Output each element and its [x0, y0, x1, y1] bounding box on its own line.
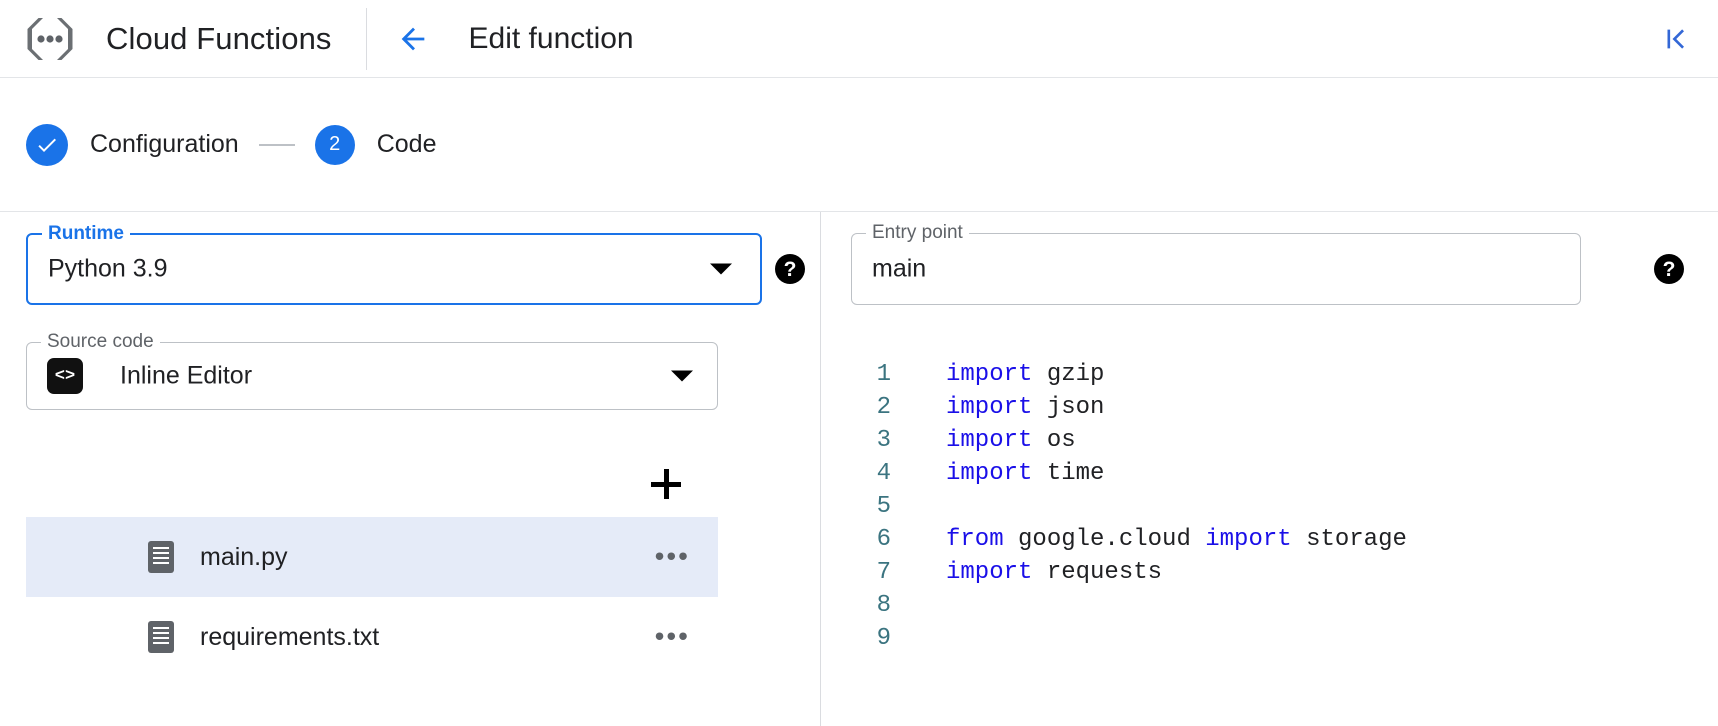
entry-point-input[interactable]: Entry point main [851, 222, 1581, 305]
more-horizontal-icon[interactable]: ••• [654, 620, 690, 652]
arrow-left-icon [401, 27, 424, 50]
code-text: import requests [946, 559, 1163, 586]
file-document-icon [148, 541, 174, 573]
line-number: 9 [876, 625, 891, 652]
back-button[interactable] [389, 15, 437, 63]
right-pane: Entry point main ? 1 import gzip 2 import j… [820, 212, 1718, 726]
code-lines: 1 import gzip 2 import json 3 import os 4 impor… [821, 358, 1718, 655]
code-line: 2 import json [821, 391, 1718, 424]
file-list: main.py ••• requirements.txt ••• [26, 517, 718, 677]
chevron-down-icon[interactable] [710, 263, 732, 275]
code-line: 8 [821, 589, 1718, 622]
file-name: main.py [200, 542, 288, 571]
code-brackets-icon: <> [47, 358, 83, 394]
entry-point-help-icon[interactable]: ? [1654, 254, 1684, 284]
app-header: Cloud Functions Edit function [0, 0, 1718, 78]
cloud-functions-logo [24, 13, 76, 65]
code-text: import os [946, 427, 1076, 454]
main-content: Runtime Python 3.9 ? Source code <> Inli… [0, 212, 1718, 726]
source-code-select[interactable]: Source code <> Inline Editor [26, 331, 718, 410]
page-title: Edit function [468, 21, 634, 55]
file-name: requirements.txt [200, 622, 380, 651]
line-number: 4 [876, 460, 891, 487]
line-number: 3 [876, 427, 891, 454]
entry-point-label: Entry point [866, 222, 969, 244]
source-code-value: Inline Editor [120, 361, 253, 390]
step-configuration[interactable]: Configuration [26, 123, 239, 166]
check-icon [38, 138, 56, 152]
header-divider [365, 7, 367, 70]
step-code[interactable]: 2 Code [314, 124, 437, 165]
step-connector [258, 143, 295, 146]
line-number: 8 [876, 592, 891, 619]
more-horizontal-icon[interactable]: ••• [654, 540, 690, 572]
code-text: import gzip [946, 361, 1105, 388]
step-code-marker: 2 [314, 124, 355, 165]
entry-point-value: main [872, 254, 927, 283]
brand: Cloud Functions [0, 13, 332, 65]
code-line: 3 import os [821, 424, 1718, 457]
code-text: import time [946, 460, 1105, 487]
line-number: 2 [876, 394, 891, 421]
step-code-label: Code [376, 130, 437, 158]
code-editor[interactable]: 1 import gzip 2 import json 3 import os 4 impor… [821, 340, 1718, 726]
code-line: 7 import requests [821, 556, 1718, 589]
line-number: 5 [876, 493, 891, 520]
line-number: 7 [876, 559, 891, 586]
file-list-item-main-py[interactable]: main.py ••• [26, 517, 718, 597]
step-configuration-marker [26, 123, 68, 166]
line-number: 6 [876, 526, 891, 553]
code-line: 4 import time [821, 457, 1718, 490]
plus-icon-vertical [663, 469, 669, 499]
code-line: 5 [821, 490, 1718, 523]
chevron-down-icon[interactable] [671, 370, 693, 382]
line-number: 1 [876, 361, 891, 388]
code-line: 1 import gzip [821, 358, 1718, 391]
collapse-panel-button[interactable] [1652, 15, 1700, 63]
code-line: 9 [821, 622, 1718, 655]
first-page-icon [1667, 28, 1684, 49]
step-configuration-label: Configuration [90, 130, 239, 158]
code-text: from google.cloud import storage [946, 526, 1407, 553]
runtime-value: Python 3.9 [48, 254, 168, 283]
runtime-help-icon[interactable]: ? [775, 254, 805, 284]
wizard-stepper: Configuration 2 Code [0, 78, 1718, 212]
code-line: 6 from google.cloud import storage [821, 523, 1718, 556]
code-text: import json [946, 394, 1105, 421]
runtime-label: Runtime [42, 223, 130, 245]
source-code-label: Source code [41, 331, 160, 353]
runtime-select[interactable]: Runtime Python 3.9 [26, 223, 762, 305]
file-document-icon [148, 621, 174, 653]
left-pane: Runtime Python 3.9 ? Source code <> Inli… [0, 212, 820, 726]
add-file-button[interactable] [640, 458, 692, 510]
file-list-item-requirements-txt[interactable]: requirements.txt ••• [26, 597, 718, 677]
product-name: Cloud Functions [106, 20, 332, 56]
